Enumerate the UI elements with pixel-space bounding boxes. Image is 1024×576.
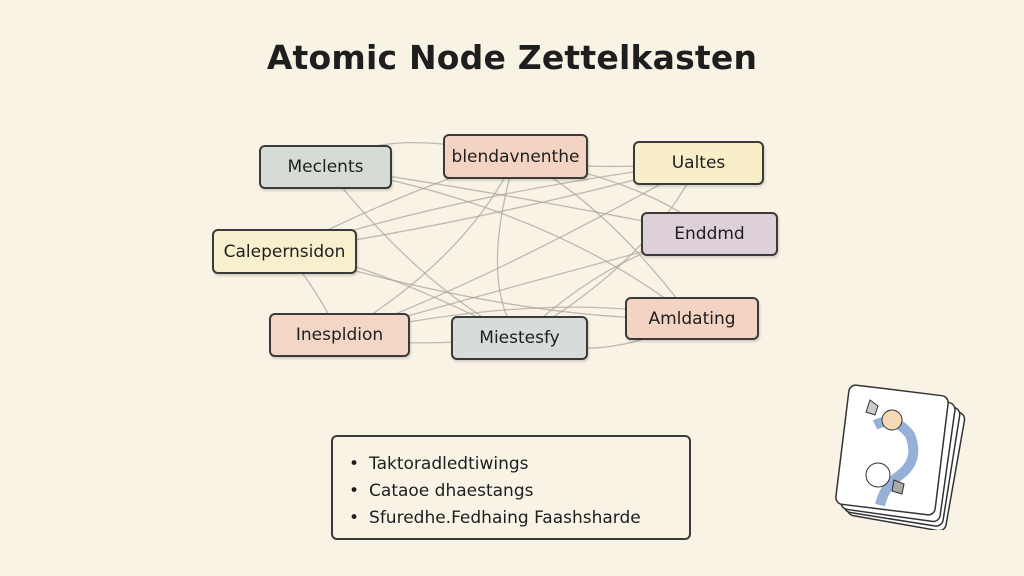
connection-edge bbox=[325, 166, 693, 320]
list-item: Cataoe dhaestangs bbox=[349, 478, 689, 505]
node-inespldion[interactable]: Inespldion bbox=[269, 313, 410, 357]
diagram-title: Atomic Node Zettelkasten bbox=[266, 38, 758, 77]
node-enddmd[interactable]: Enddmd bbox=[641, 212, 778, 256]
node-amldating[interactable]: Amldating bbox=[625, 297, 759, 340]
bullet-list-box: Taktoradledtiwings Cataoe dhaestangs Sfu… bbox=[331, 435, 691, 540]
node-meclents[interactable]: Meclents bbox=[259, 145, 392, 189]
node-blendavnenthe[interactable]: blendavnenthe bbox=[443, 134, 588, 179]
card-stack-illustration-icon bbox=[835, 384, 966, 530]
node-miestesfy[interactable]: Miestesfy bbox=[451, 316, 588, 360]
list-item: Sfuredhe.Fedhaing Faashsharde bbox=[349, 505, 689, 532]
list-item: Taktoradledtiwings bbox=[349, 451, 689, 478]
node-ualtes[interactable]: Ualtes bbox=[633, 141, 764, 185]
node-calepernsidon[interactable]: Calepernsidon bbox=[212, 229, 357, 274]
